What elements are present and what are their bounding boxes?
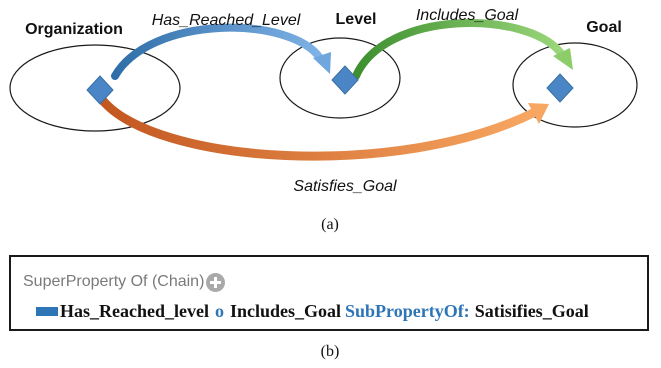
property-chain-expression: Has_Reached_level o Includes_Goal SubPro… [36, 299, 589, 323]
level-node-ellipse [279, 37, 401, 119]
has-reached-level-arrow [111, 23, 324, 80]
figure-caption-a: (a) [321, 216, 339, 233]
chain-result-property: Satisifies_Goal [474, 300, 589, 321]
panel-header: SuperProperty Of (Chain) [23, 271, 226, 293]
organization-node-marker [86, 75, 114, 105]
level-node-marker [331, 65, 359, 95]
object-property-swatch-icon [36, 306, 58, 316]
includes-goal-arrowhead [553, 48, 573, 70]
has-reached-level-label: Has_Reached_Level [152, 12, 301, 29]
satisfies-goal-arrowhead [528, 103, 549, 124]
chain-composition-operator: o [214, 300, 224, 321]
goal-node-label: Goal [586, 19, 622, 36]
has-reached-level-arrowhead [313, 52, 331, 74]
add-chain-plus-icon[interactable] [206, 272, 226, 292]
superproperty-chain-heading: SuperProperty Of (Chain) [23, 273, 205, 290]
chain-first-property: Has_Reached_level [60, 300, 209, 321]
includes-goal-label: Includes_Goal [416, 7, 519, 24]
property-chain-panel: SuperProperty Of (Chain) Has_Reached_lev… [9, 255, 649, 331]
satisfies-goal-label: Satisfies_Goal [293, 178, 397, 195]
organization-node-ellipse [9, 44, 181, 132]
level-node-label: Level [336, 11, 377, 28]
chain-second-property: Includes_Goal [229, 300, 342, 321]
includes-goal-arrow [352, 19, 564, 80]
goal-node-ellipse [512, 42, 638, 128]
organization-node-label: Organization [25, 21, 123, 38]
goal-node-marker [546, 73, 574, 103]
subproperty-of-keyword: SubPropertyOf: [345, 300, 470, 321]
satisfies-goal-arrow [95, 92, 540, 161]
figure-caption-b: (b) [320, 343, 340, 360]
